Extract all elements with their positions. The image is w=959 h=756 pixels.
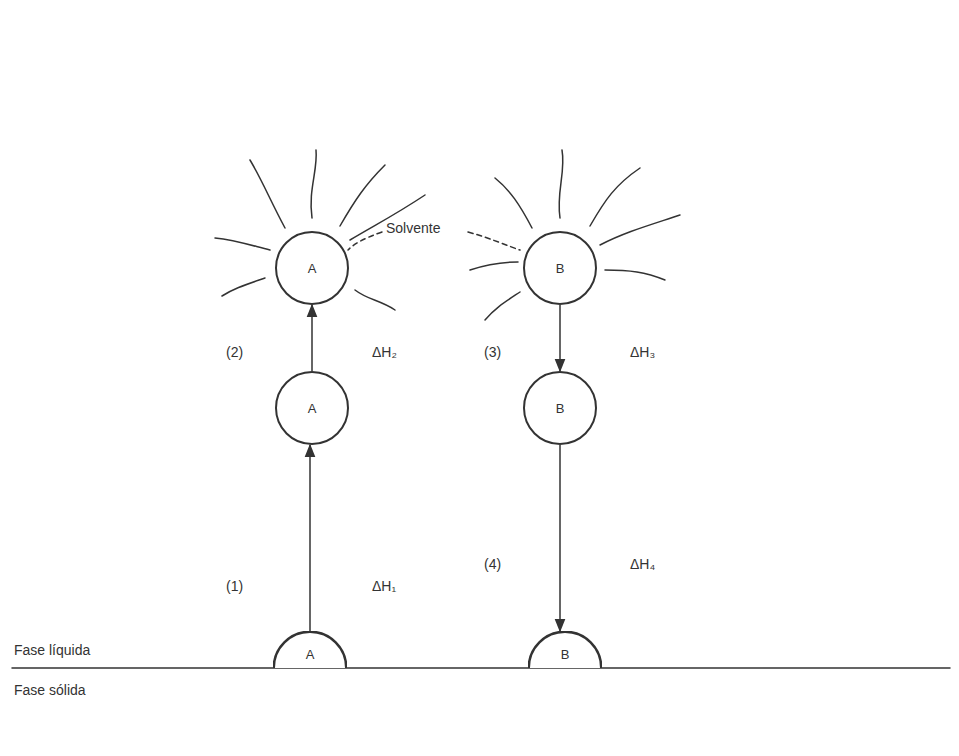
molecule-circle: B (523, 371, 597, 445)
phase-boundary (12, 667, 950, 669)
solvent-line (485, 292, 520, 320)
solvent-line (355, 290, 395, 310)
solvent-line (470, 262, 518, 270)
text-label: Fase sólida (14, 682, 86, 698)
molecule-label: A (308, 401, 317, 416)
molecule-label: B (561, 647, 570, 662)
text-label: (1) (226, 578, 243, 594)
adsorbed-molecule: A (273, 631, 347, 668)
process-arrow (311, 305, 313, 371)
text-label: ΔH₄ (630, 556, 655, 572)
solvent-line (600, 215, 680, 245)
solvent-line (590, 168, 640, 226)
text-label: ΔH₂ (372, 344, 397, 360)
solvent-line (311, 150, 316, 218)
process-arrow (309, 445, 311, 631)
leader-line (348, 232, 382, 250)
molecule-circle: A (275, 371, 349, 445)
molecule-label: B (556, 401, 565, 416)
text-label: Fase líquida (14, 642, 90, 658)
text-label: Solvente (386, 220, 440, 236)
text-label: (2) (226, 344, 243, 360)
adsorbed-molecule: B (528, 631, 602, 668)
molecule-circle: B (523, 231, 597, 305)
text-label: ΔH₁ (372, 578, 396, 594)
process-arrow (559, 445, 561, 631)
solvent-line (250, 160, 285, 228)
text-label: (4) (484, 556, 501, 572)
solvent-line (605, 270, 665, 280)
solvent-line (340, 165, 385, 226)
molecule-circle: A (275, 231, 349, 305)
text-label: ΔH₃ (630, 344, 655, 360)
text-label: (3) (484, 344, 501, 360)
solvent-line (559, 150, 563, 218)
solvent-line (215, 238, 270, 250)
process-arrow (559, 305, 561, 371)
molecule-label: A (308, 261, 317, 276)
molecule-label: B (556, 261, 565, 276)
molecule-label: A (306, 647, 315, 662)
leader-line (468, 232, 520, 250)
solvent-line (222, 278, 265, 296)
solvent-line (495, 178, 532, 228)
